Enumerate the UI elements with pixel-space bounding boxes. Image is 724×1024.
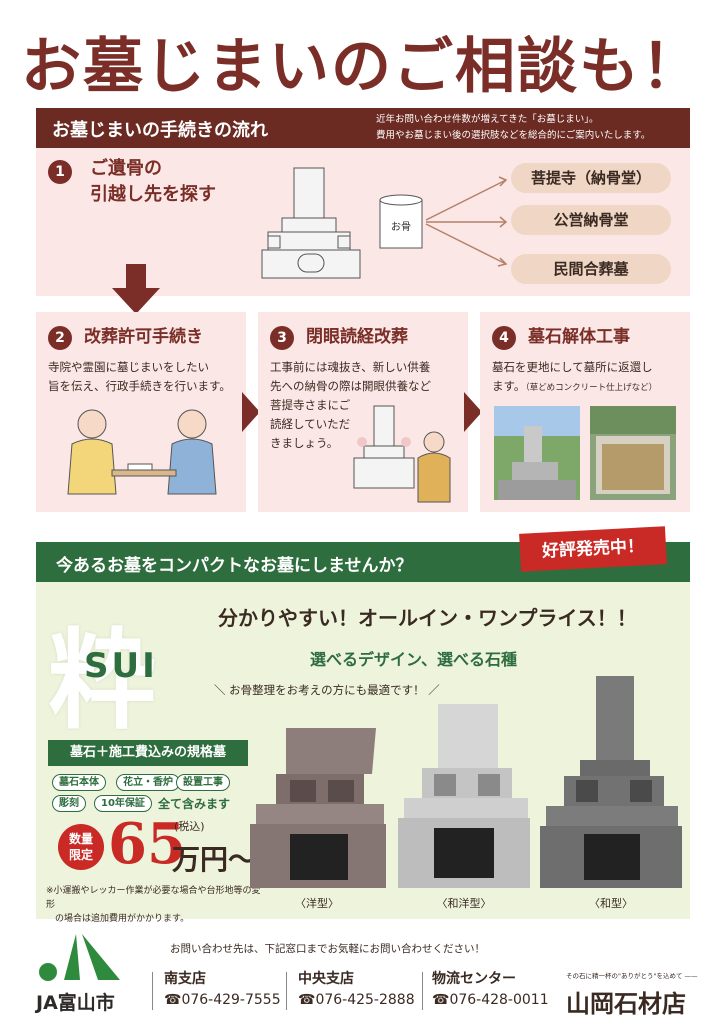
item-pill: 彫刻: [52, 795, 86, 812]
on-sale-ribbon: 好評発売中！: [519, 526, 667, 572]
flow-header: お墓じまいの手続きの流れ 近年お問い合わせ件数が増えてきた「お墓じまい」。 費用…: [36, 108, 690, 148]
caption-japanese: 〈和型〉: [589, 897, 633, 910]
sui-kanji-logo: 粋: [48, 618, 157, 744]
ja-name: JA富山市: [36, 992, 115, 1014]
limited-badge: 数量 限定: [58, 824, 104, 870]
price-unit: 万円～: [172, 843, 257, 876]
step1-number: 1: [48, 160, 72, 184]
sui-subheadline: 選べるデザイン、選べる石種: [310, 650, 518, 669]
item-pill: 墓石本体: [52, 774, 106, 791]
flow-title: お墓じまいの手続きの流れ: [52, 120, 268, 141]
sui-header-text: 今あるお墓をコンパクトなお墓にしませんか？: [56, 556, 413, 576]
price-value: 65: [108, 811, 186, 877]
fine-print: ※小運搬やレッカー作業が必要な場合や台形地等の変形 の場合は追加費用がかかります…: [46, 886, 261, 924]
consultation-illustration: [67, 409, 217, 495]
photo-before-demolition: [494, 406, 580, 500]
sui-headline: 分かりやすい！オールイン・ワンプライス！！: [218, 606, 637, 630]
divider: [422, 972, 423, 1010]
branch-logistics: 物流センター ☎076-428-0011: [432, 971, 549, 1008]
grave-urn-illustration: お骨: [261, 167, 508, 279]
photo-after-demolition: [590, 406, 676, 500]
sui-note: ＼ お骨整理をお考えの方にも最適です！ ／: [214, 683, 440, 697]
item-pill: 設置工事: [176, 774, 230, 791]
down-arrow-icon: [112, 264, 160, 314]
caption-japanese-western: 〈和洋型〉: [436, 897, 492, 910]
caption-western: 〈洋型〉: [295, 897, 339, 910]
urn-label: お骨: [391, 221, 411, 233]
contact-message: お問い合わせ先は、下記窓口までお気軽にお問い合わせください！: [170, 943, 485, 955]
right-arrow-icon: [242, 392, 260, 432]
spec-label: 墓石＋施工費込みの規格墓: [48, 740, 248, 766]
ja-logo-icon: [39, 934, 120, 981]
item-pill: 10年保証: [94, 795, 152, 812]
urn-icon: お骨: [379, 194, 423, 249]
step2-text: 寺院や霊園に墓じまいをしたい 旨を伝え、行政手続きを行います。: [48, 360, 231, 393]
branch-south: 南支店 ☎076-429-7555: [164, 971, 281, 1008]
grave-icon: [261, 167, 361, 279]
all-included-text: 全て含みます: [158, 797, 231, 811]
shop-tagline: その石に精一杯の"ありがとう"を込めて ——: [566, 972, 698, 980]
destination-shared: 民間合葬墓: [511, 254, 671, 284]
destination-public: 公営納骨堂: [511, 205, 671, 235]
phone-number[interactable]: ☎076-428-0011: [432, 992, 549, 1008]
step2-number: 2: [48, 326, 72, 350]
right-arrow-icon-2: [464, 392, 482, 432]
destination-temple: 菩提寺（納骨堂）: [511, 163, 671, 193]
price-tax: (税込): [174, 820, 205, 833]
japanese-grave-image: [540, 676, 682, 888]
phone-number[interactable]: ☎076-429-7555: [164, 992, 281, 1008]
route-arrows: [425, 176, 508, 267]
step4-number: 4: [492, 326, 516, 350]
branch-central: 中央支店 ☎076-425-2888: [298, 971, 415, 1008]
divider: [286, 972, 287, 1010]
sui-brand-name: SUI: [84, 646, 158, 686]
step3-text: 工事前には魂抜き、新しい供養 先への納骨の際は開眼供養など 菩提寺さまにご 読経…: [270, 360, 431, 450]
step1-title: ご遺骨の 引越し先を探す: [90, 158, 216, 205]
step3-title: 閉眼読経改葬: [306, 327, 408, 347]
item-pill: 花立・香炉: [116, 774, 180, 791]
page-title: お墓じまいのご相談も！: [21, 32, 703, 102]
shop-name: 山岡石材店: [566, 989, 686, 1018]
step3-number: 3: [270, 326, 294, 350]
step4-text: 墓石を更地にして墓所に返還し ます。（草どめコンクリート仕上げなど）: [492, 360, 658, 393]
flow-note: 近年お問い合わせ件数が増えてきた「お墓じまい」。 費用やお墓じまい後の選択肢など…: [376, 114, 651, 141]
monk-grave-illustration: [353, 405, 451, 503]
divider: [152, 972, 153, 1010]
step2-title: 改葬許可手続き: [84, 327, 203, 347]
western-grave-image: [250, 728, 386, 888]
step4-title: 墓石解体工事: [528, 327, 630, 347]
phone-number[interactable]: ☎076-425-2888: [298, 992, 415, 1008]
japanese-western-grave-image: [398, 704, 530, 888]
